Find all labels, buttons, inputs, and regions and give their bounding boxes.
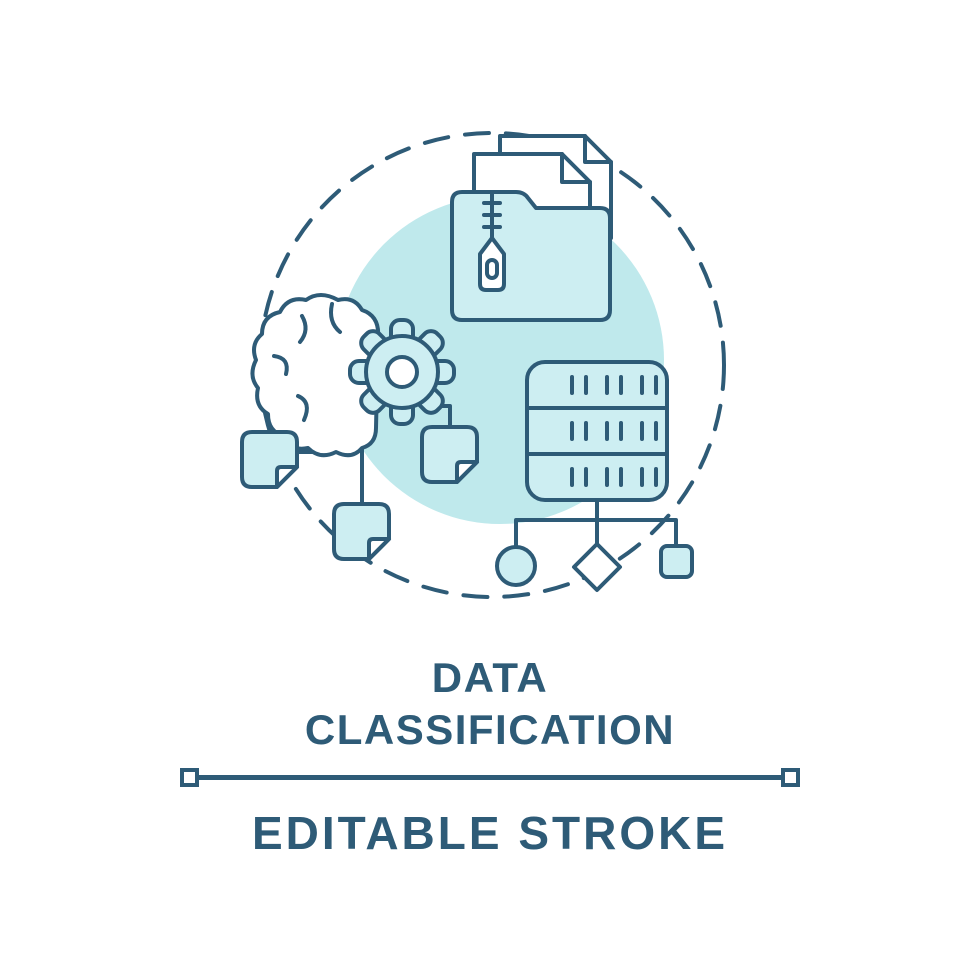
editable-stroke-label: EDITABLE STROKE: [251, 807, 729, 859]
dashed-circle: [258, 131, 726, 599]
gear-icon: [348, 318, 456, 426]
flowchart-icon: [495, 498, 694, 592]
title-line-1: DATA: [431, 654, 549, 701]
divider-endpoint-right: [781, 767, 800, 787]
flowchart-diamond-node: [572, 542, 622, 592]
file-note-icon: [240, 430, 299, 489]
title-line-2: CLASSIFICATION: [304, 706, 676, 754]
database-table-icon: [525, 360, 669, 502]
divider-line: [199, 774, 781, 780]
divider-endpoint-left: [180, 767, 199, 787]
page-title: DATA CLASSIFICATION: [0, 652, 980, 756]
zipper-icon: [478, 191, 506, 292]
flowchart-circle-node: [495, 545, 537, 587]
divider: [180, 766, 800, 788]
brain-icon: [250, 293, 381, 458]
data-classification-illustration: [240, 131, 726, 599]
zip-folder-icon: [450, 190, 612, 322]
file-note-icon: [332, 502, 391, 561]
flowchart-square-node: [659, 544, 694, 579]
